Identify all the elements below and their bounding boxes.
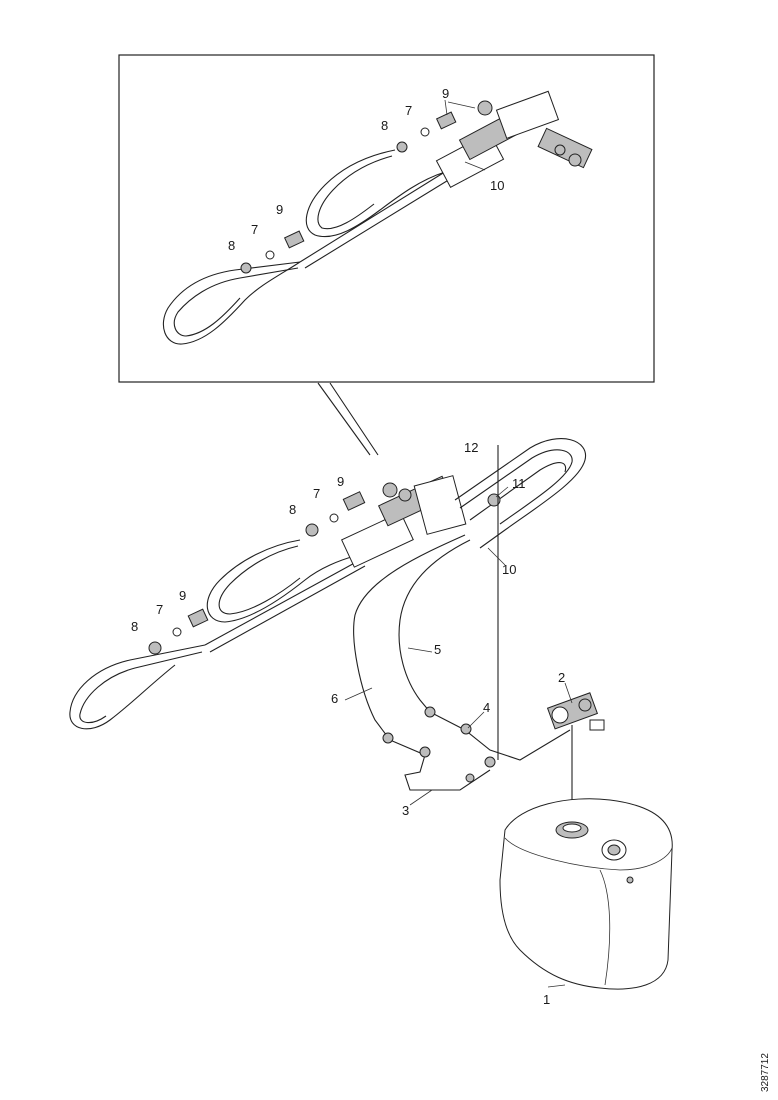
callout-10-inset: 10 — [490, 178, 504, 193]
fitting-line3-c — [465, 773, 475, 783]
callout-2: 2 — [558, 670, 565, 685]
fitting-line3-b — [484, 756, 496, 768]
nut-8-upper — [305, 523, 319, 537]
fitting-line3-a — [419, 746, 431, 758]
callout-9-main-upper: 9 — [337, 474, 344, 489]
part-11 — [487, 493, 501, 507]
callout-12: 12 — [464, 440, 478, 455]
callout-10-main: 10 — [502, 562, 516, 577]
callout-9-inset-upper: 9 — [442, 86, 449, 101]
main-valve-block — [340, 475, 467, 568]
return-pipe-loops — [454, 438, 587, 549]
inset-valve-block — [435, 90, 593, 189]
callout-6: 6 — [331, 691, 338, 706]
fitting-line6 — [382, 732, 394, 744]
callout-1: 1 — [543, 992, 550, 1007]
callout-leaders — [344, 486, 573, 988]
callout-3: 3 — [402, 803, 409, 818]
callout-8-inset-lower: 8 — [228, 238, 235, 253]
callout-8-inset-upper: 8 — [381, 118, 388, 133]
callout-7-inset-upper: 7 — [405, 103, 412, 118]
main-pipe-loops — [69, 539, 366, 730]
inset-nut-8-upper — [396, 141, 408, 153]
callout-7-main-upper: 7 — [313, 486, 320, 501]
fitting-9-upper — [342, 491, 366, 511]
callout-8-main-upper: 8 — [289, 502, 296, 517]
callout-9-main-lower: 9 — [179, 588, 186, 603]
main-assembly — [69, 438, 605, 820]
callout-9-inset-lower: 9 — [276, 202, 283, 217]
inset-ring-7-upper — [420, 127, 430, 137]
fitting-line5 — [424, 706, 436, 718]
feed-pipes — [353, 534, 571, 791]
ring-7-upper — [329, 513, 339, 523]
callout-7-main-lower: 7 — [156, 602, 163, 617]
ring-7-lower — [172, 627, 182, 637]
callout-11: 11 — [512, 476, 526, 491]
reference-number: 3287712 — [760, 1053, 771, 1092]
nut-8-lower — [148, 641, 162, 655]
callout-7-inset-lower: 7 — [251, 222, 258, 237]
fitting-4 — [460, 723, 472, 735]
inset-nut-8-lower — [240, 262, 252, 274]
inset-fitting-9-lower — [283, 230, 305, 249]
inset-ring-7-lower — [265, 250, 275, 260]
callout-8-main-lower: 8 — [131, 619, 138, 634]
detail-inset — [118, 54, 655, 456]
pump-assembly — [546, 692, 605, 820]
tank — [499, 798, 673, 990]
callout-4: 4 — [483, 700, 490, 715]
inset-pipe-loops — [163, 149, 456, 345]
fitting-9-lower — [187, 608, 209, 628]
inset-fitting-9-upper — [435, 111, 457, 130]
callout-5: 5 — [434, 642, 441, 657]
